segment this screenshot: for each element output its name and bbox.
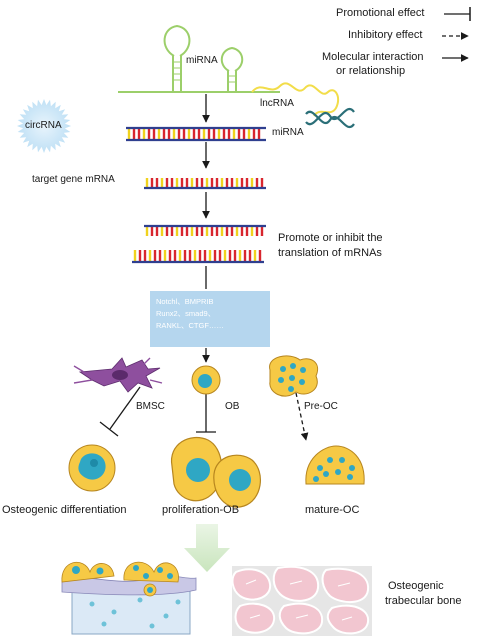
mirna-duplex-label: miRNA (272, 127, 304, 138)
bone-formation-illustration (61, 561, 197, 635)
translation-label-2: translation of mRNAs (278, 247, 382, 259)
rna-ladders (126, 126, 266, 264)
flow-arrows (99, 94, 309, 441)
proliferation-ob-cells (170, 436, 261, 508)
legend-interaction-label-1: Molecular interaction (322, 51, 424, 63)
ob-label: OB (225, 401, 240, 412)
differentiated-cell (68, 444, 116, 492)
pre-oc-label: Pre-OC (304, 401, 338, 412)
circrna-label: circRNA (25, 120, 62, 131)
osteogenic-bone-label-1: Osteogenic (388, 580, 444, 592)
gene-line-2: Runx2、smad9、 (156, 309, 216, 318)
mirna-hairpin-label: miRNA (186, 55, 218, 66)
big-down-arrow (184, 524, 230, 572)
ob-cell (191, 365, 221, 395)
lncrna-strand (251, 82, 340, 117)
mature-oc-label: mature-OC (305, 504, 360, 516)
lncrna-helix (305, 108, 355, 128)
trabecular-bone-illustration (231, 565, 372, 636)
mirna-hairpin-ticks (173, 61, 236, 83)
legend-promotional-symbol (444, 7, 471, 21)
target-mrna-label: target gene mRNA (32, 174, 115, 185)
bmsc-cell (73, 357, 163, 393)
translation-label-1: Promote or inhibit the (278, 232, 383, 244)
target-gene-box: Notchl、BMPRIB Runx2、smad9、 RANKL、CTGF…… (150, 291, 270, 347)
legend-inhibitory-label: Inhibitory effect (348, 29, 423, 41)
circrna-burst (17, 99, 71, 153)
gene-line-1: Notchl、BMPRIB (156, 297, 214, 306)
gene-line-3: RANKL、CTGF…… (156, 321, 224, 330)
osteogenic-bone-label-2: trabecular bone (385, 595, 462, 607)
lncrna-label: lncRNA (260, 98, 294, 109)
legend-interaction-label-2: or relationship (336, 65, 406, 77)
mature-oc-cell (305, 445, 365, 485)
pre-oc-cell (269, 355, 318, 397)
proliferation-ob-label: proliferation-OB (162, 504, 240, 516)
osteogenic-differentiation-label: Osteogenic differentiation (2, 504, 127, 516)
legend-promotional-label: Promotional effect (336, 7, 425, 19)
bmsc-label: BMSC (136, 401, 165, 412)
